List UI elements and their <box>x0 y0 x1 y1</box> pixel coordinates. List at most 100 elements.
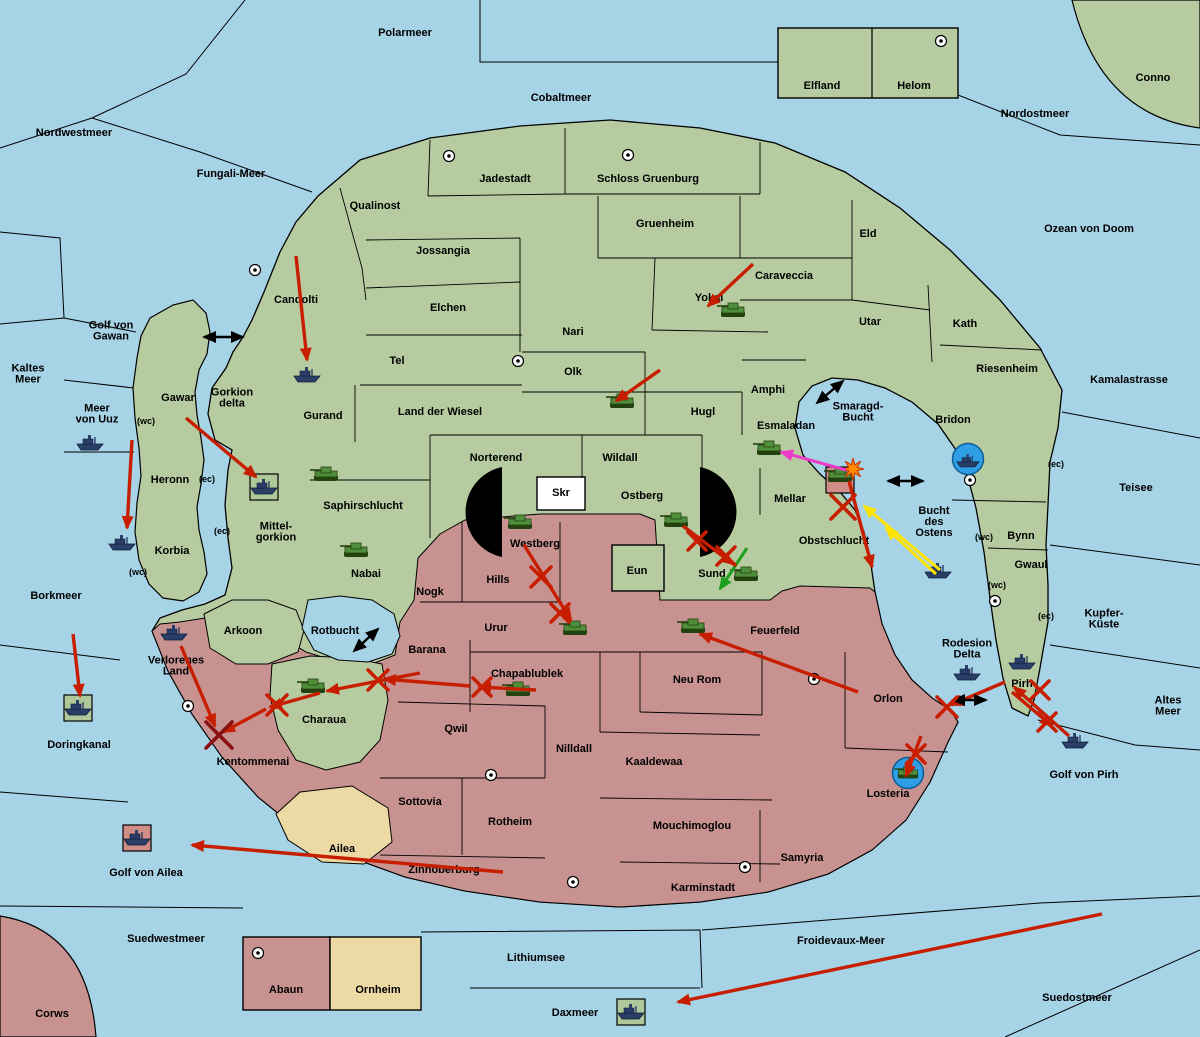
region-label-nilldall: Nilldall <box>556 743 592 755</box>
ship-unit[interactable] <box>108 535 136 551</box>
region-label-mittel-gorkion: Mittel-gorkion <box>256 521 297 544</box>
tank-unit[interactable] <box>559 620 587 635</box>
ship-unit[interactable] <box>1008 654 1036 670</box>
sea-border-line <box>91 117 313 193</box>
region-label-hills: Hills <box>486 574 509 586</box>
coast-label-ec: (ec) <box>1048 459 1064 469</box>
ailea-tan <box>275 785 393 865</box>
region-label-jadestadt: Jadestadt <box>479 173 531 185</box>
ornheim-box <box>329 936 422 1011</box>
tank-unit[interactable] <box>310 466 338 481</box>
province-border <box>379 854 546 859</box>
province-border <box>599 731 761 736</box>
region-label-tel: Tel <box>389 355 404 367</box>
province-borders <box>310 128 1049 882</box>
battle-x-icon <box>686 530 708 552</box>
region-label-feuerfeld: Feuerfeld <box>750 625 800 637</box>
region-label-samyria: Samyria <box>781 852 825 864</box>
attack-arrow-red <box>1012 685 1071 738</box>
conno-corner <box>1071 0 1200 129</box>
region-label-skr: Skr <box>552 487 570 499</box>
tank-unit[interactable] <box>504 514 532 529</box>
town-dot <box>963 473 977 487</box>
province-border <box>339 187 367 301</box>
attack-arrow-red <box>477 681 537 694</box>
units <box>63 302 1089 1026</box>
province-border <box>365 281 521 289</box>
attack-arrow-yellow <box>884 526 938 576</box>
region-label-kaaldewaa: Kaaldewaa <box>626 756 684 768</box>
ship-unit[interactable] <box>63 694 93 722</box>
skr-box <box>536 476 586 511</box>
town-dot <box>934 34 948 48</box>
sea-label-doringkanal: Doringkanal <box>47 739 111 751</box>
sea-label-nordostmeer: Nordostmeer <box>1001 108 1070 120</box>
sea-label-golf-von-pirh: Golf von Pirh <box>1049 769 1118 781</box>
region-label-elchen: Elchen <box>430 302 466 314</box>
battle-x-icon <box>1036 711 1058 733</box>
black-arc-right <box>700 467 737 557</box>
region-label-saphirschlucht: Saphirschlucht <box>323 500 403 512</box>
sea-label-corws: Corws <box>35 1008 69 1020</box>
town-dot <box>181 699 195 713</box>
town-dot <box>738 860 752 874</box>
region-label-caraveccia: Caraveccia <box>755 270 814 282</box>
sea-label-nordwestmeer: Nordwestmeer <box>36 127 113 139</box>
tank-unit[interactable] <box>660 512 688 527</box>
sea-border-line <box>1049 644 1200 669</box>
battle-x-icon <box>265 693 289 717</box>
attack-arrow-red <box>179 645 217 728</box>
region-label-losteria: Losteria <box>867 788 911 800</box>
province-border <box>619 861 781 865</box>
sea-label-polarmeer: Polarmeer <box>378 27 433 39</box>
sea-label-lithiumsee: Lithiumsee <box>507 952 565 964</box>
battle-x-icon <box>1029 679 1051 701</box>
sea-label-suedwestmeer: Suedwestmeer <box>127 933 205 945</box>
battle-x-icon <box>715 545 737 567</box>
sea-border-line <box>0 0 246 149</box>
sea-border-line <box>420 929 703 989</box>
region-label-qwil: Qwil <box>444 723 467 735</box>
ship-unit[interactable] <box>1061 733 1089 749</box>
sea-label-smaragd-bucht: Smaragd-Bucht <box>833 401 884 424</box>
region-label-jossangia: Jossangia <box>416 245 471 257</box>
ship-unit[interactable] <box>249 473 279 501</box>
town-dot <box>248 263 262 277</box>
ship-unit[interactable] <box>122 824 152 852</box>
region-label-westberg: Westberg <box>510 538 560 550</box>
sea-label-suedostmeer: Suedostmeer <box>1042 992 1112 1004</box>
region-label-ostberg: Ostberg <box>621 490 663 502</box>
region-label-schloss-gruenburg: Schloss Gruenburg <box>597 173 699 185</box>
battle-x-icon <box>529 565 553 589</box>
tank-unit[interactable] <box>340 542 368 557</box>
ship-unit[interactable] <box>616 998 646 1026</box>
ship-unit[interactable] <box>953 665 981 681</box>
region-label-eun: Eun <box>627 565 648 577</box>
region-label-conno: Conno <box>1136 72 1171 84</box>
ship-unit[interactable] <box>956 454 980 468</box>
sea-label-kupfer-k-ste: Kupfer-Küste <box>1084 608 1123 631</box>
ship-unit[interactable] <box>160 625 188 641</box>
tank-unit[interactable] <box>753 440 781 455</box>
attack-arrow-magenta <box>779 449 847 472</box>
sea-border-line <box>0 644 121 661</box>
tank-unit[interactable] <box>297 678 325 693</box>
province-border <box>939 344 1043 351</box>
region-label-bynn: Bynn <box>1007 530 1035 542</box>
region-label-candolti: Candolti <box>274 294 318 306</box>
ship-unit[interactable] <box>293 367 321 383</box>
sea-label-borkmeer: Borkmeer <box>30 590 82 602</box>
tank-unit[interactable] <box>677 618 705 633</box>
region-label-kath: Kath <box>953 318 978 330</box>
region-label-mouchimoglou: Mouchimoglou <box>653 820 731 832</box>
battle-x-icon <box>829 493 857 521</box>
town-dot <box>484 768 498 782</box>
town-dot <box>988 594 1002 608</box>
eun-box <box>611 544 665 592</box>
ship-unit[interactable] <box>76 435 104 451</box>
province-border <box>951 499 1047 503</box>
